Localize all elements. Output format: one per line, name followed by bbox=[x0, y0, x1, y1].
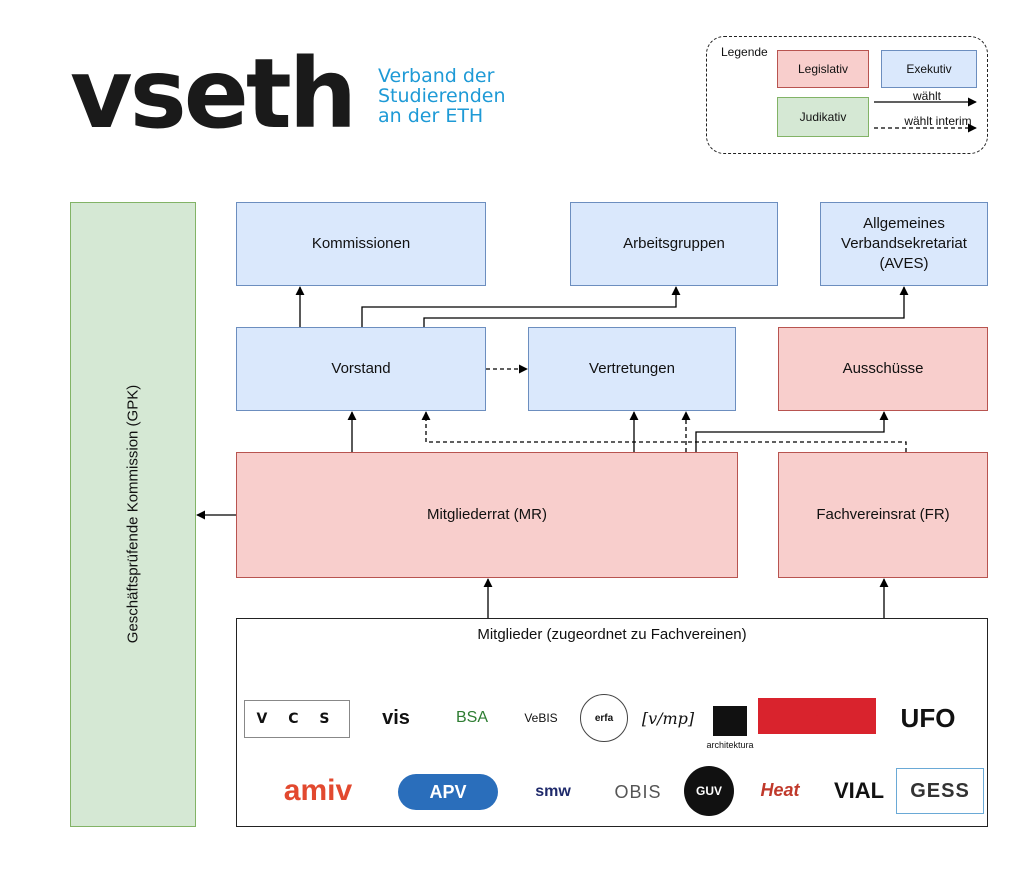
logo-architektura: architektura bbox=[704, 698, 756, 750]
logo-vial: VIAL bbox=[833, 778, 885, 803]
gpk-box bbox=[70, 202, 196, 827]
logo-vis: vis bbox=[382, 706, 410, 729]
logo-subtitle: Verband der Studierenden an der ETH bbox=[378, 66, 506, 126]
arrow-fr-vorstand-interim bbox=[421, 411, 907, 452]
architektura-label: architektura bbox=[706, 740, 754, 750]
logo-line-1: Verband der bbox=[378, 65, 495, 87]
logo-guv: GUV bbox=[684, 766, 734, 816]
legend-judikativ: Judikativ bbox=[777, 97, 869, 137]
fachvereinsrat-box: Fachvereinsrat (FR) bbox=[778, 452, 988, 578]
arrow-mr-ausschuesse bbox=[695, 411, 889, 452]
logo-line-3: an der ETH bbox=[378, 105, 484, 127]
logo-ufo: UFO bbox=[900, 702, 956, 733]
legend-title: Legende bbox=[721, 45, 768, 59]
vseth-logo: vseth bbox=[70, 38, 357, 150]
vertretungen-box: Vertretungen bbox=[528, 327, 736, 411]
logo-smw: smw bbox=[535, 783, 571, 800]
arrow-vorstand-arbeitsgruppen bbox=[361, 286, 681, 327]
logo-bsa: BSA bbox=[455, 709, 488, 726]
legend-legislativ: Legislativ bbox=[777, 50, 869, 88]
logo-vebis: VeBIS bbox=[524, 711, 558, 725]
legend-waehlt: wählt bbox=[913, 89, 942, 103]
logo-heat: Heat bbox=[760, 779, 800, 800]
legend-waehlt-interim: wählt interim bbox=[904, 114, 972, 128]
logo-vcs: V C S bbox=[244, 700, 350, 738]
legend-exekutiv: Exekutiv bbox=[881, 50, 977, 88]
arbeitsgruppen-box: Arbeitsgruppen bbox=[570, 202, 778, 286]
kommissionen-box: Kommissionen bbox=[236, 202, 486, 286]
logo-erfa: erfa bbox=[580, 694, 628, 742]
logo-apv: APV bbox=[398, 774, 498, 810]
mitglieder-title: Mitglieder (zugeordnet zu Fachvereinen) bbox=[477, 626, 747, 643]
logo-line-2: Studierenden bbox=[378, 85, 506, 107]
architektura-mark bbox=[713, 706, 747, 736]
logo-aiv: AIV bbox=[758, 698, 876, 734]
vorstand-box: Vorstand bbox=[236, 327, 486, 411]
logo-vmp: [v/mp] bbox=[641, 708, 695, 728]
arrow-vorstand-aves bbox=[423, 286, 909, 327]
logo-amiv: amiv bbox=[283, 774, 353, 807]
legend: Legende Legislativ Exekutiv Judikativ wä… bbox=[706, 36, 988, 154]
logo-gess: GESS bbox=[896, 768, 984, 814]
aves-box: Allgemeines Verbandsekretariat (AVES) bbox=[820, 202, 988, 286]
ausschuesse-box: Ausschüsse bbox=[778, 327, 988, 411]
logo-obis: OBIS bbox=[614, 781, 662, 802]
mitgliederrat-box: Mitgliederrat (MR) bbox=[236, 452, 738, 578]
